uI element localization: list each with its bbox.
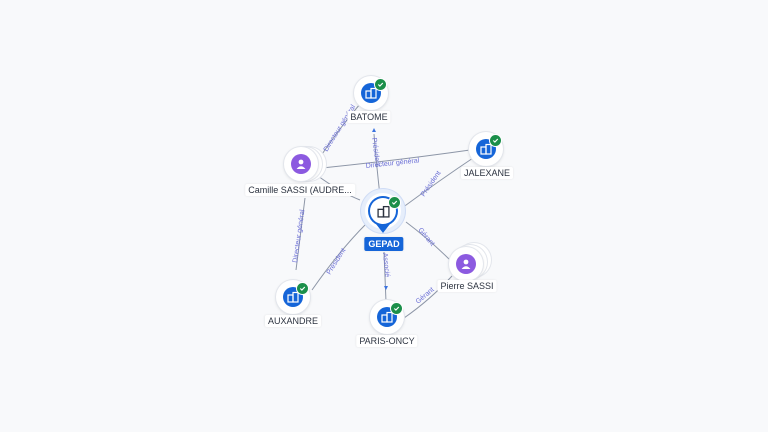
edge-label: Président [370,137,381,167]
edge-camille-auxandre: Directeur général [292,197,307,271]
node-gepad[interactable]: GEPAD [363,193,407,255]
person-icon [291,154,311,174]
edge-camille-jalexane: Directeur général [321,149,471,170]
node-paris-oncy[interactable]: PARIS-ONCY [356,300,418,352]
node-jalexane[interactable]: JALEXANE [460,132,514,184]
node-label: Camille SASSI (AUDRE... [245,184,355,196]
edge-label: Associé [381,252,391,277]
node-label: PARIS-ONCY [356,335,418,347]
verified-check-icon [374,78,387,91]
verified-check-icon [296,282,309,295]
edge-gepad-auxandre: Président [311,223,367,291]
node-label: AUXANDRE [264,315,322,327]
node-label: GEPAD [364,237,404,251]
verified-check-icon [489,134,502,147]
node-label: BATOME [347,111,391,123]
node-batome[interactable]: BATOME [347,76,392,128]
verified-check-icon [388,196,401,209]
edge-gepad-batome: Président [370,128,381,197]
node-auxandre[interactable]: AUXANDRE [264,280,322,332]
edge-arrow [384,286,388,290]
node-label: Pierre SASSI [437,280,497,292]
edge-pierre-gepad: Gérant [400,216,453,263]
verified-check-icon [390,302,403,315]
node-label: JALEXANE [460,167,514,179]
edge-arrow [372,128,376,132]
edge-label: Président [420,170,443,198]
node-camille-sassi[interactable]: Camille SASSI (AUDRE... [245,145,355,197]
edge-label: Directeur général [292,209,306,264]
edge-gepad-parisoncy: Associé [381,251,391,303]
pin-marker [376,224,390,233]
edge-label: Président [326,247,348,276]
node-pierre-sassi[interactable]: Pierre SASSI [437,243,497,295]
edge-arrow [400,216,405,220]
edge-label: Gérant [416,227,435,248]
person-icon [456,254,476,274]
